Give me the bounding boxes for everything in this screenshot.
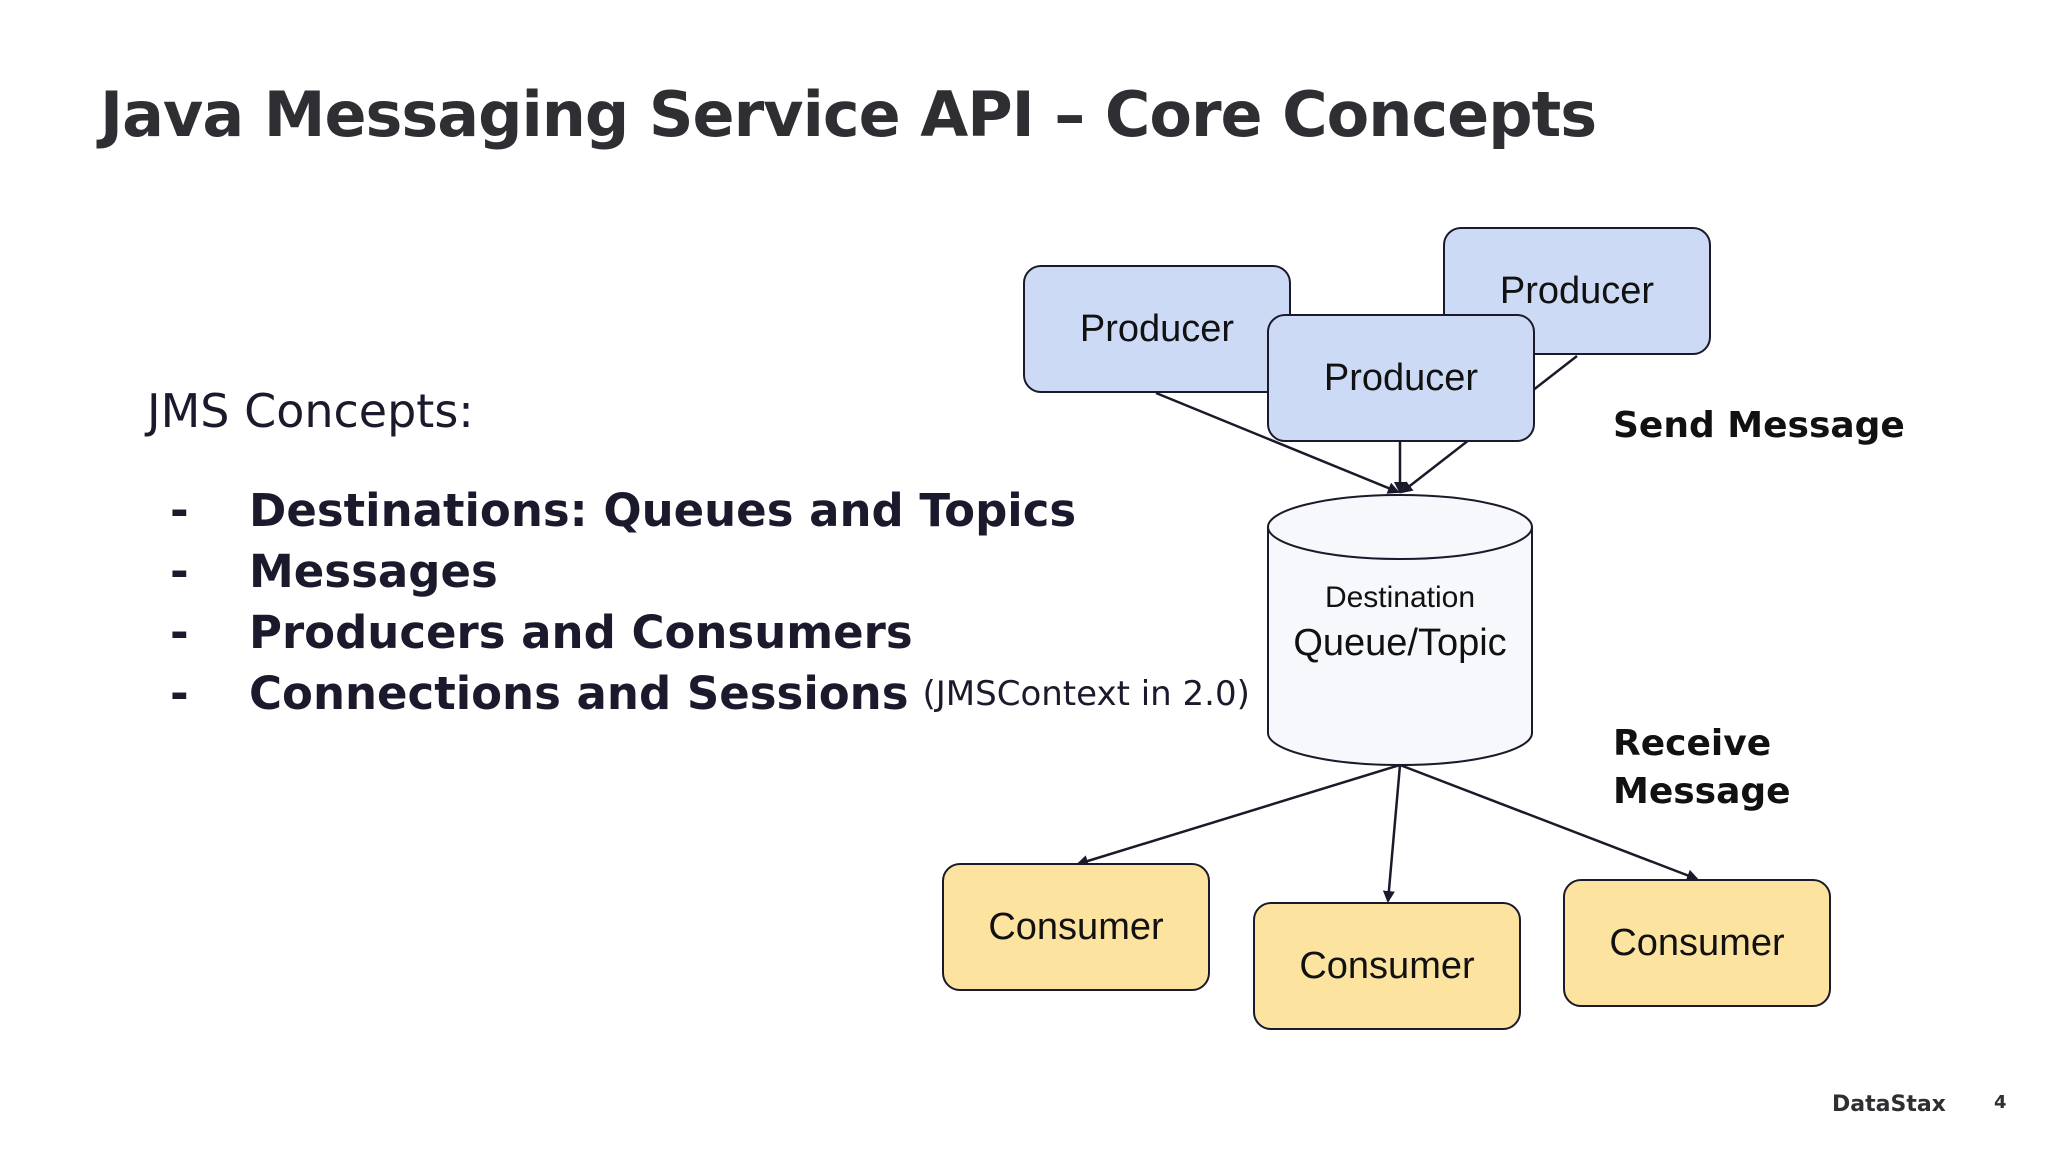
concept-text: Connections and Sessions (249, 667, 909, 720)
page-number: 4 (1994, 1092, 2007, 1113)
bullet-marker: - (170, 484, 189, 537)
concept-item-destinations: - Destinations: Queues and Topics (170, 480, 1250, 541)
concept-item-messages: - Messages (170, 541, 1250, 602)
producer-box-left: Producer (1023, 265, 1291, 393)
bullet-marker: - (170, 545, 189, 598)
receive-arrow-left (1076, 763, 1401, 867)
receive-message-label: Receive Message (1613, 723, 1791, 812)
destination-caption: Destination (1324, 581, 1476, 614)
brand-logo: DataStax (1832, 1092, 1946, 1117)
send-arrow-left (1155, 391, 1400, 494)
slide-title: Java Messaging Service API – Core Concep… (100, 78, 1597, 151)
receive-arrow-right (1399, 763, 1699, 882)
bullet-marker: - (170, 667, 189, 720)
concept-text: Messages (249, 545, 498, 598)
receive-arrow-middle (1382, 764, 1402, 903)
destination-name: Queue/Topic (1293, 622, 1507, 664)
concepts-list: - Destinations: Queues and Topics - Mess… (170, 480, 1250, 724)
consumer-box-middle: Consumer (1253, 902, 1521, 1030)
concept-text: Producers and Consumers (249, 606, 913, 659)
producer-box-front: Producer (1267, 314, 1535, 442)
consumer-box-left: Consumer (942, 863, 1210, 991)
consumer-box-right: Consumer (1563, 879, 1831, 1007)
concept-note: (JMSContext in 2.0) (922, 673, 1250, 714)
concept-item-connections-sessions: - Connections and Sessions (JMSContext i… (170, 663, 1250, 724)
destination-cylinder (1267, 494, 1533, 766)
bullet-marker: - (170, 606, 189, 659)
concept-item-producers-consumers: - Producers and Consumers (170, 602, 1250, 663)
send-message-label: Send Message (1613, 405, 1905, 446)
concept-text: Destinations: Queues and Topics (249, 484, 1077, 537)
concepts-heading: JMS Concepts: (147, 384, 474, 438)
